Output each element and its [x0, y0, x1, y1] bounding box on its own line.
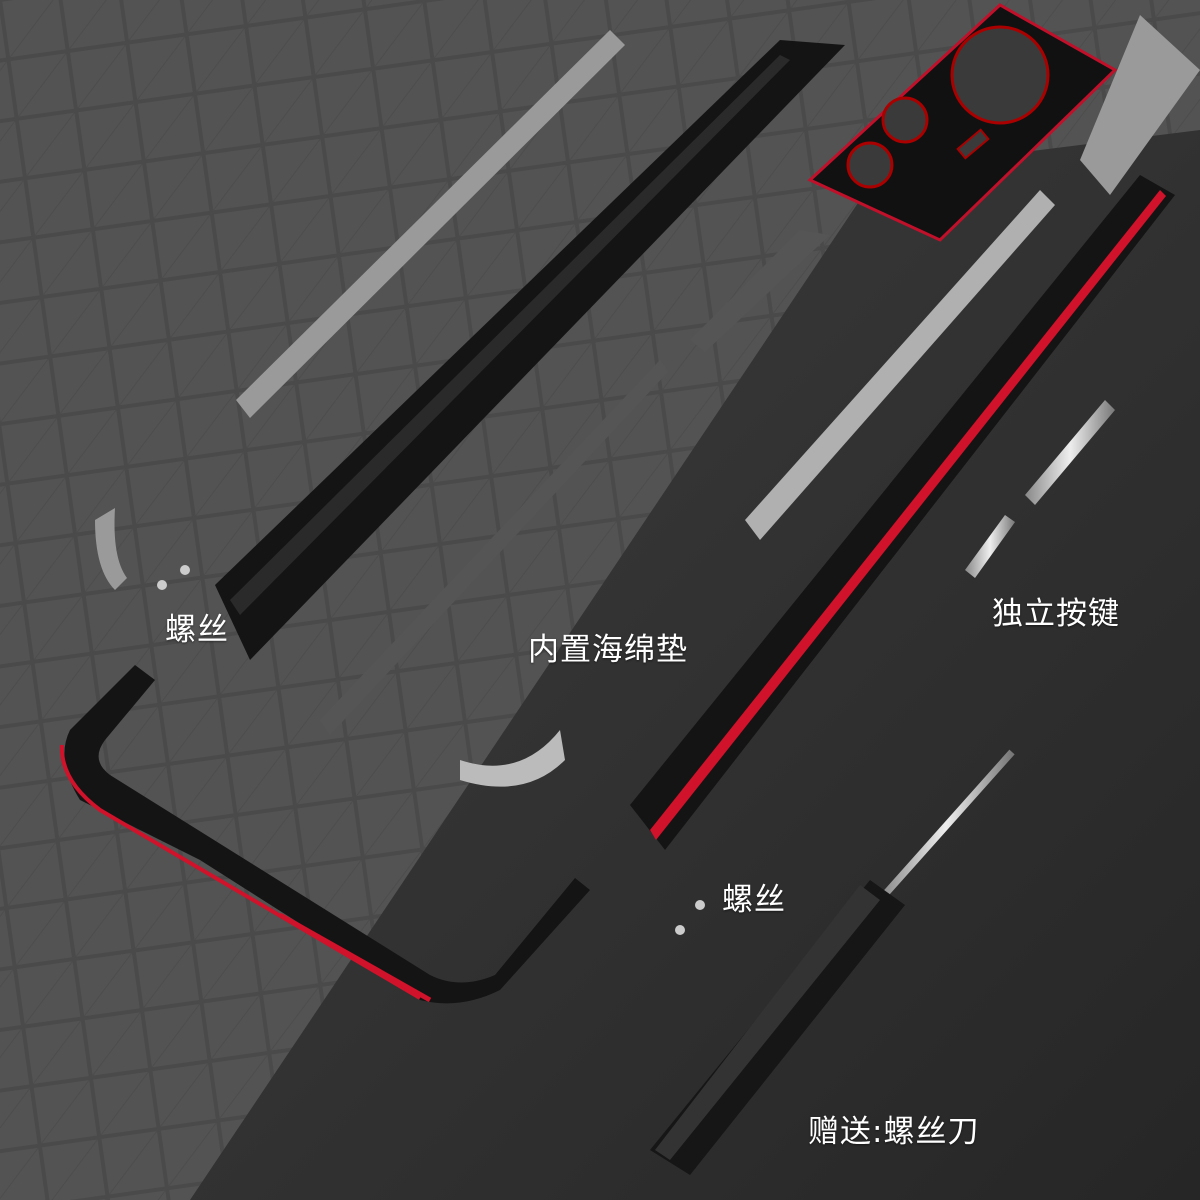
- label-independent-buttons: 独立按键: [992, 596, 1120, 632]
- dark-table-surface: [190, 130, 1200, 1200]
- bumper-left-rail: [215, 40, 845, 660]
- label-sponge-pad: 内置海绵垫: [528, 632, 688, 668]
- bumper-right-rail: [630, 175, 1175, 850]
- bumper-bottom-frame: [59, 665, 590, 1004]
- camera-plate: [807, 3, 1118, 242]
- independent-buttons: [965, 400, 1115, 578]
- label-gift-screwdriver: 赠送:螺丝刀: [808, 1114, 980, 1150]
- label-screws-left: 螺丝: [165, 612, 229, 648]
- screws: [157, 565, 705, 935]
- screwdriver: [650, 749, 1015, 1175]
- label-screws-bottom: 螺丝: [722, 882, 786, 918]
- sponge-pads: [95, 15, 1200, 787]
